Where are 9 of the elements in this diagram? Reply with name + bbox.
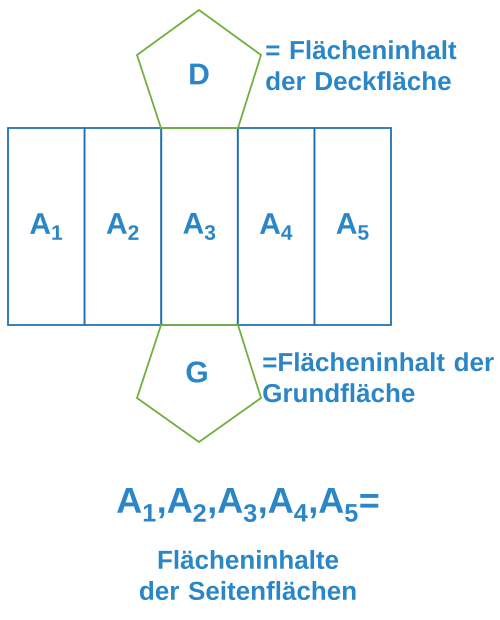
face-rectangle: A$_{4}$ <box>236 127 316 326</box>
face-rectangle: A$_{1}$ <box>7 127 86 326</box>
area-description: =Flächeninhalt der Grundfläche <box>263 352 494 402</box>
formula-caption: A$_{1}$,A$_{2}$,A$_{3}$,A$_{4}$,A$_{5}$= <box>117 488 378 522</box>
face-rectangle: A$_{2}$ <box>84 127 162 326</box>
face-rectangle: A$_{3}$ <box>160 127 239 326</box>
area-description: = Flächeninhalt der Deckfläche <box>266 40 456 90</box>
formula-caption: Flächeninhalte der Seitenflächen <box>140 550 356 600</box>
face-rectangle: A$_{5}$ <box>314 127 392 326</box>
